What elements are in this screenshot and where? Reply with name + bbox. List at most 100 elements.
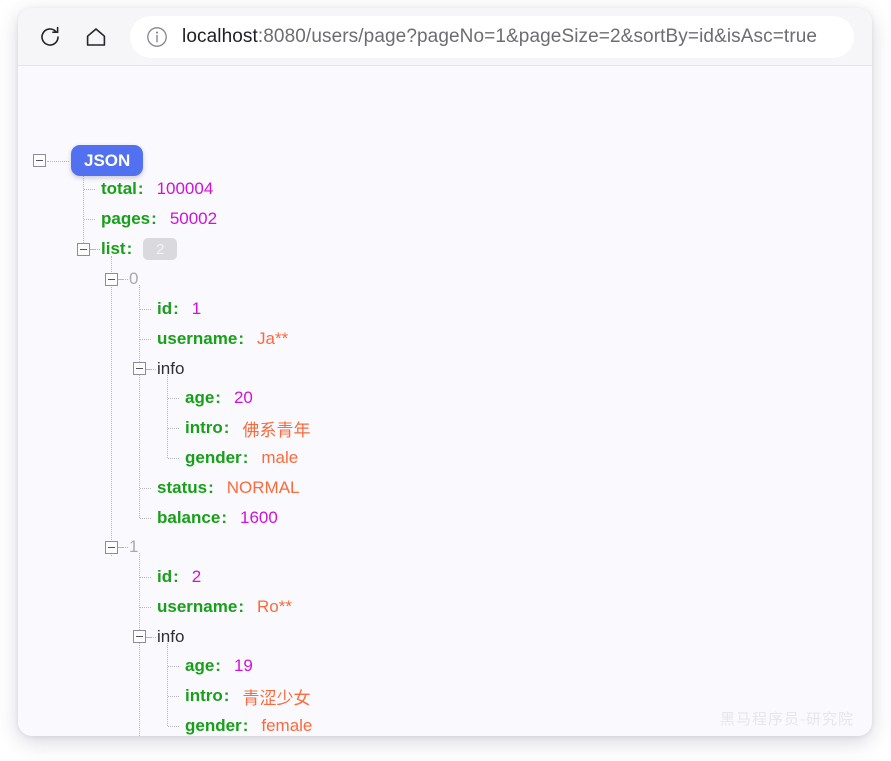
json-colon: : bbox=[208, 478, 214, 497]
tree-guide bbox=[140, 339, 151, 340]
json-colon: : bbox=[173, 299, 179, 318]
json-value: 2 bbox=[191, 567, 202, 586]
json-row-info[interactable]: info bbox=[157, 622, 184, 652]
json-key: age bbox=[185, 656, 215, 675]
json-row-username[interactable]: username : Ja** bbox=[157, 324, 288, 354]
json-row-index[interactable]: 1 bbox=[129, 532, 138, 562]
reload-icon bbox=[41, 26, 59, 46]
json-key: age bbox=[185, 388, 215, 407]
tree-guide bbox=[84, 189, 95, 190]
tree-guide bbox=[83, 162, 84, 253]
expander-root[interactable] bbox=[33, 154, 46, 167]
json-value: 50002 bbox=[169, 209, 218, 228]
url-path: :8080/users/page?pageNo=1&pageSize=2&sor… bbox=[257, 25, 818, 47]
json-colon: : bbox=[215, 656, 221, 675]
json-key: username bbox=[157, 597, 238, 616]
tree-guide bbox=[84, 219, 95, 220]
json-key: gender bbox=[185, 716, 242, 735]
tree-guide bbox=[168, 696, 179, 697]
expander-item-0-info[interactable] bbox=[133, 362, 146, 375]
json-key: info bbox=[157, 359, 185, 378]
json-value: 青涩少女 bbox=[242, 688, 311, 708]
json-root-tab[interactable]: JSON bbox=[71, 145, 144, 176]
json-key: username bbox=[157, 329, 238, 348]
tree-guide bbox=[168, 428, 179, 429]
json-array-index: 0 bbox=[129, 269, 139, 288]
json-row-username[interactable]: username : Ro** bbox=[157, 592, 292, 622]
json-value: Ro** bbox=[257, 597, 292, 616]
tree-guide bbox=[91, 249, 100, 250]
tree-guide bbox=[119, 547, 128, 548]
info-icon[interactable] bbox=[146, 26, 168, 48]
json-colon: : bbox=[242, 448, 249, 467]
tree-guide bbox=[140, 488, 151, 489]
address-bar[interactable]: localhost:8080/users/page?pageNo=1&pageS… bbox=[130, 15, 854, 58]
tree-guide bbox=[140, 577, 151, 578]
json-key: id bbox=[157, 567, 173, 586]
json-colon: : bbox=[173, 567, 179, 586]
tree-guide bbox=[139, 553, 140, 736]
json-row-total[interactable]: total : 100004 bbox=[101, 174, 213, 204]
json-value: NORMAL bbox=[226, 478, 300, 497]
home-button[interactable] bbox=[78, 19, 114, 55]
json-row-list[interactable]: list : 2 bbox=[101, 234, 178, 264]
json-key: balance bbox=[157, 508, 221, 527]
url-host: localhost bbox=[182, 25, 258, 47]
json-row-index[interactable]: 0 bbox=[129, 264, 138, 294]
tree-guide bbox=[167, 375, 168, 458]
json-row-id[interactable]: id : 2 bbox=[157, 562, 201, 592]
json-key: total bbox=[101, 179, 137, 198]
json-key: gender bbox=[185, 448, 242, 467]
json-value: 佛系青年 bbox=[242, 420, 311, 440]
json-colon: : bbox=[215, 388, 221, 407]
json-colon: : bbox=[151, 209, 157, 228]
url-text[interactable]: localhost:8080/users/page?pageNo=1&pageS… bbox=[182, 26, 817, 48]
json-row-age[interactable]: age : 19 bbox=[185, 651, 253, 681]
json-row-pages[interactable]: pages : 50002 bbox=[101, 204, 217, 234]
expander-item-1[interactable] bbox=[105, 541, 118, 554]
tree-guide bbox=[168, 458, 179, 459]
json-colon: : bbox=[137, 179, 144, 198]
json-colon: : bbox=[223, 686, 230, 705]
json-value: female bbox=[261, 716, 313, 735]
json-key: pages bbox=[101, 209, 151, 228]
browser-window: localhost:8080/users/page?pageNo=1&pageS… bbox=[18, 8, 872, 736]
tree-guide bbox=[147, 637, 156, 638]
json-colon: : bbox=[238, 329, 244, 348]
json-row-gender[interactable]: gender : female bbox=[185, 711, 312, 736]
reload-button[interactable] bbox=[32, 19, 68, 55]
json-key: info bbox=[157, 627, 185, 646]
json-colon: : bbox=[238, 597, 244, 616]
watermark: 黑马程序员-研究院 bbox=[720, 711, 854, 728]
tree-guide bbox=[47, 161, 69, 162]
browser-toolbar: localhost:8080/users/page?pageNo=1&pageS… bbox=[18, 8, 872, 66]
json-row-age[interactable]: age : 20 bbox=[185, 383, 253, 413]
json-row-status[interactable]: status : NORMAL bbox=[157, 473, 299, 503]
json-colon: : bbox=[242, 716, 249, 735]
expander-list[interactable] bbox=[77, 243, 90, 256]
tree-guide bbox=[147, 369, 156, 370]
json-row-intro[interactable]: intro : 佛系青年 bbox=[185, 413, 310, 443]
json-row-balance[interactable]: balance : 1600 bbox=[157, 503, 278, 533]
json-key: intro bbox=[185, 418, 223, 437]
tree-guide bbox=[140, 607, 151, 608]
json-colon: : bbox=[126, 239, 133, 258]
json-value: 1 bbox=[191, 299, 202, 318]
expander-item-1-info[interactable] bbox=[133, 630, 146, 643]
expander-item-0[interactable] bbox=[105, 273, 118, 286]
home-icon bbox=[86, 27, 106, 46]
json-value: Ja** bbox=[257, 329, 289, 348]
json-row-gender[interactable]: gender : male bbox=[185, 443, 298, 473]
json-value: 1600 bbox=[239, 508, 278, 527]
tree-guide bbox=[168, 726, 179, 727]
json-value: 20 bbox=[233, 388, 253, 407]
json-viewer: JSON total : 100004 pages : 50002 list :… bbox=[18, 66, 872, 736]
json-value: 100004 bbox=[156, 179, 214, 198]
tree-guide bbox=[167, 643, 168, 726]
json-row-id[interactable]: id : 1 bbox=[157, 294, 201, 324]
tree-guide bbox=[140, 309, 151, 310]
json-row-info[interactable]: info bbox=[157, 354, 184, 384]
json-value: 19 bbox=[233, 656, 253, 675]
json-key: intro bbox=[185, 686, 223, 705]
json-row-intro[interactable]: intro : 青涩少女 bbox=[185, 681, 310, 711]
